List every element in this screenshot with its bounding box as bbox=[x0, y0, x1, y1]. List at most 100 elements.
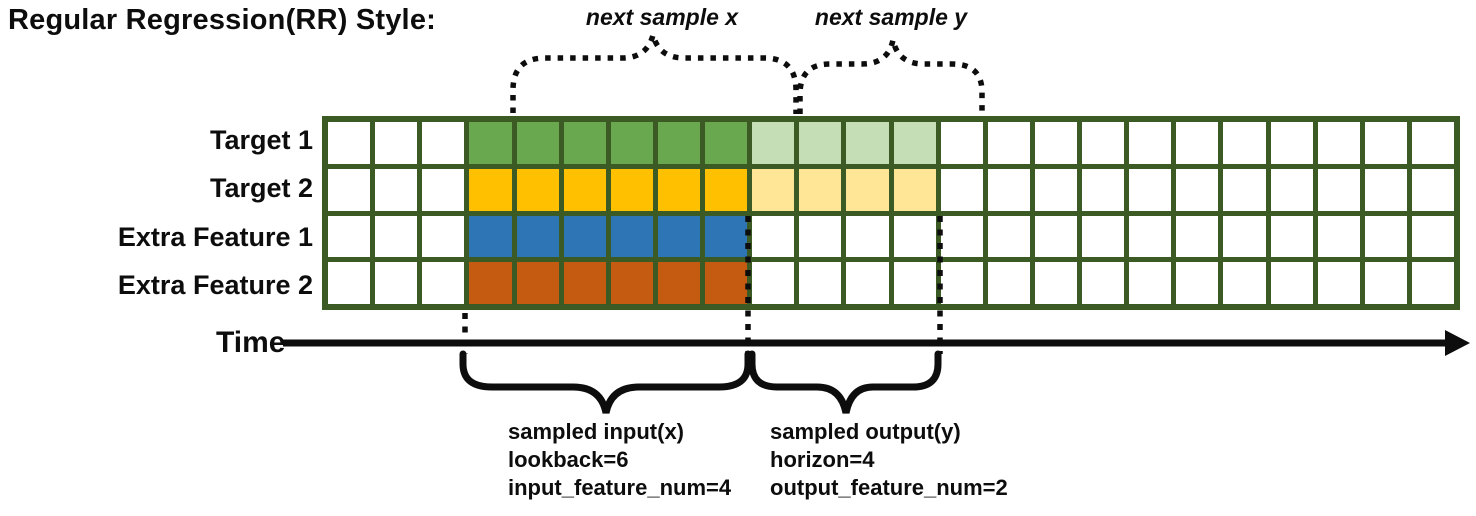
grid-cell bbox=[1082, 262, 1125, 304]
row-label: Extra Feature 1 bbox=[117, 221, 313, 252]
next-sample-y-brace bbox=[797, 39, 985, 114]
time-axis-label: Time bbox=[216, 326, 286, 359]
grid-cell bbox=[1176, 122, 1219, 164]
grid-cell bbox=[940, 215, 983, 258]
grid-cell bbox=[1270, 168, 1313, 211]
grid-cell bbox=[1270, 215, 1313, 258]
row-label: Extra Feature 2 bbox=[117, 270, 313, 301]
grid-cell bbox=[516, 215, 559, 258]
sampled-input-line: sampled input(x) bbox=[508, 419, 685, 444]
grid-cell bbox=[1223, 122, 1266, 164]
input-feature-num-line: input_feature_num=4 bbox=[508, 475, 732, 500]
grid-cell bbox=[940, 262, 983, 304]
grid-cell bbox=[1034, 262, 1077, 304]
grid-cell bbox=[516, 262, 559, 304]
diagram-title: Regular Regression(RR) Style: bbox=[8, 4, 436, 36]
grid-cell bbox=[799, 122, 842, 164]
grid-cell bbox=[469, 168, 512, 211]
grid-cell bbox=[1034, 122, 1077, 164]
grid-cell bbox=[987, 262, 1030, 304]
grid-cell bbox=[328, 262, 371, 304]
grid-cell bbox=[799, 168, 842, 211]
grid-cell bbox=[846, 262, 889, 304]
row-label: Target 2 bbox=[209, 173, 313, 204]
grid-cell bbox=[1082, 215, 1125, 258]
grid-cell bbox=[987, 122, 1030, 164]
grid-cell bbox=[516, 122, 559, 164]
grid-cell bbox=[1223, 168, 1266, 211]
row-labels: Target 1 Target 2 Extra Feature 1 Extra Fea… bbox=[0, 116, 313, 310]
grid-cell bbox=[610, 262, 653, 304]
grid-cell bbox=[563, 262, 606, 304]
grid-cell bbox=[752, 122, 795, 164]
horizon-line: horizon=4 bbox=[770, 447, 875, 472]
grid-cell bbox=[1223, 215, 1266, 258]
grid-cell bbox=[1129, 215, 1172, 258]
grid-cell bbox=[1411, 122, 1454, 164]
grid-cell bbox=[1270, 262, 1313, 304]
grid-cell bbox=[893, 122, 936, 164]
grid-cell bbox=[799, 215, 842, 258]
grid-cell bbox=[1129, 262, 1172, 304]
grid-cell bbox=[846, 122, 889, 164]
grid-cell bbox=[422, 122, 465, 164]
grid-cell bbox=[563, 215, 606, 258]
grid-cell bbox=[516, 168, 559, 211]
grid-cell bbox=[1270, 122, 1313, 164]
grid-cell bbox=[1317, 168, 1360, 211]
row-label: Target 1 bbox=[209, 124, 313, 155]
grid-cell bbox=[705, 262, 748, 304]
grid-cell bbox=[1082, 122, 1125, 164]
grid-cell bbox=[1364, 262, 1407, 304]
grid-cell bbox=[705, 122, 748, 164]
grid-cell bbox=[893, 168, 936, 211]
grid-cell bbox=[752, 168, 795, 211]
grid-cell bbox=[705, 168, 748, 211]
sample-grid bbox=[322, 116, 1460, 310]
next-sample-x-label: next sample x bbox=[585, 4, 739, 30]
grid-cell bbox=[987, 215, 1030, 258]
grid-cell bbox=[893, 262, 936, 304]
next-sample-x-brace bbox=[510, 24, 799, 114]
lookback-line: lookback=6 bbox=[508, 447, 629, 472]
grid-cell bbox=[846, 168, 889, 211]
grid-cell bbox=[799, 262, 842, 304]
grid-cell bbox=[1411, 262, 1454, 304]
sampled-input-brace bbox=[459, 350, 752, 414]
grid-cell bbox=[610, 215, 653, 258]
grid-cell bbox=[375, 122, 418, 164]
grid-cell bbox=[1176, 215, 1219, 258]
grid-cell bbox=[375, 215, 418, 258]
grid-cell bbox=[469, 215, 512, 258]
grid-cell bbox=[328, 122, 371, 164]
next-sample-y-label: next sample y bbox=[814, 4, 968, 30]
grid-cell bbox=[375, 262, 418, 304]
grid-cell bbox=[657, 215, 700, 258]
grid-cell bbox=[375, 168, 418, 211]
grid-cell bbox=[752, 215, 795, 258]
grid-cell bbox=[610, 122, 653, 164]
sampled-output-text: sampled output(y) horizon=4 output_featu… bbox=[770, 418, 1008, 502]
grid-cell bbox=[1364, 122, 1407, 164]
grid-cell bbox=[563, 122, 606, 164]
grid-cell bbox=[1317, 215, 1360, 258]
sampled-output-line: sampled output(y) bbox=[770, 419, 961, 444]
grid-cell bbox=[422, 262, 465, 304]
grid-cell bbox=[1364, 168, 1407, 211]
output-feature-num-line: output_feature_num=2 bbox=[770, 475, 1008, 500]
grid-cell bbox=[1364, 215, 1407, 258]
grid-cell bbox=[422, 215, 465, 258]
grid-cell bbox=[1317, 262, 1360, 304]
grid-cell bbox=[1129, 122, 1172, 164]
grid-cell bbox=[705, 215, 748, 258]
grid-cell bbox=[657, 262, 700, 304]
grid-cell bbox=[987, 168, 1030, 211]
grid-cell bbox=[752, 262, 795, 304]
grid-cell bbox=[1082, 168, 1125, 211]
grid-cell bbox=[893, 215, 936, 258]
grid-cell bbox=[657, 122, 700, 164]
grid-cell bbox=[328, 215, 371, 258]
grid-cell bbox=[1411, 215, 1454, 258]
grid-cell bbox=[328, 168, 371, 211]
